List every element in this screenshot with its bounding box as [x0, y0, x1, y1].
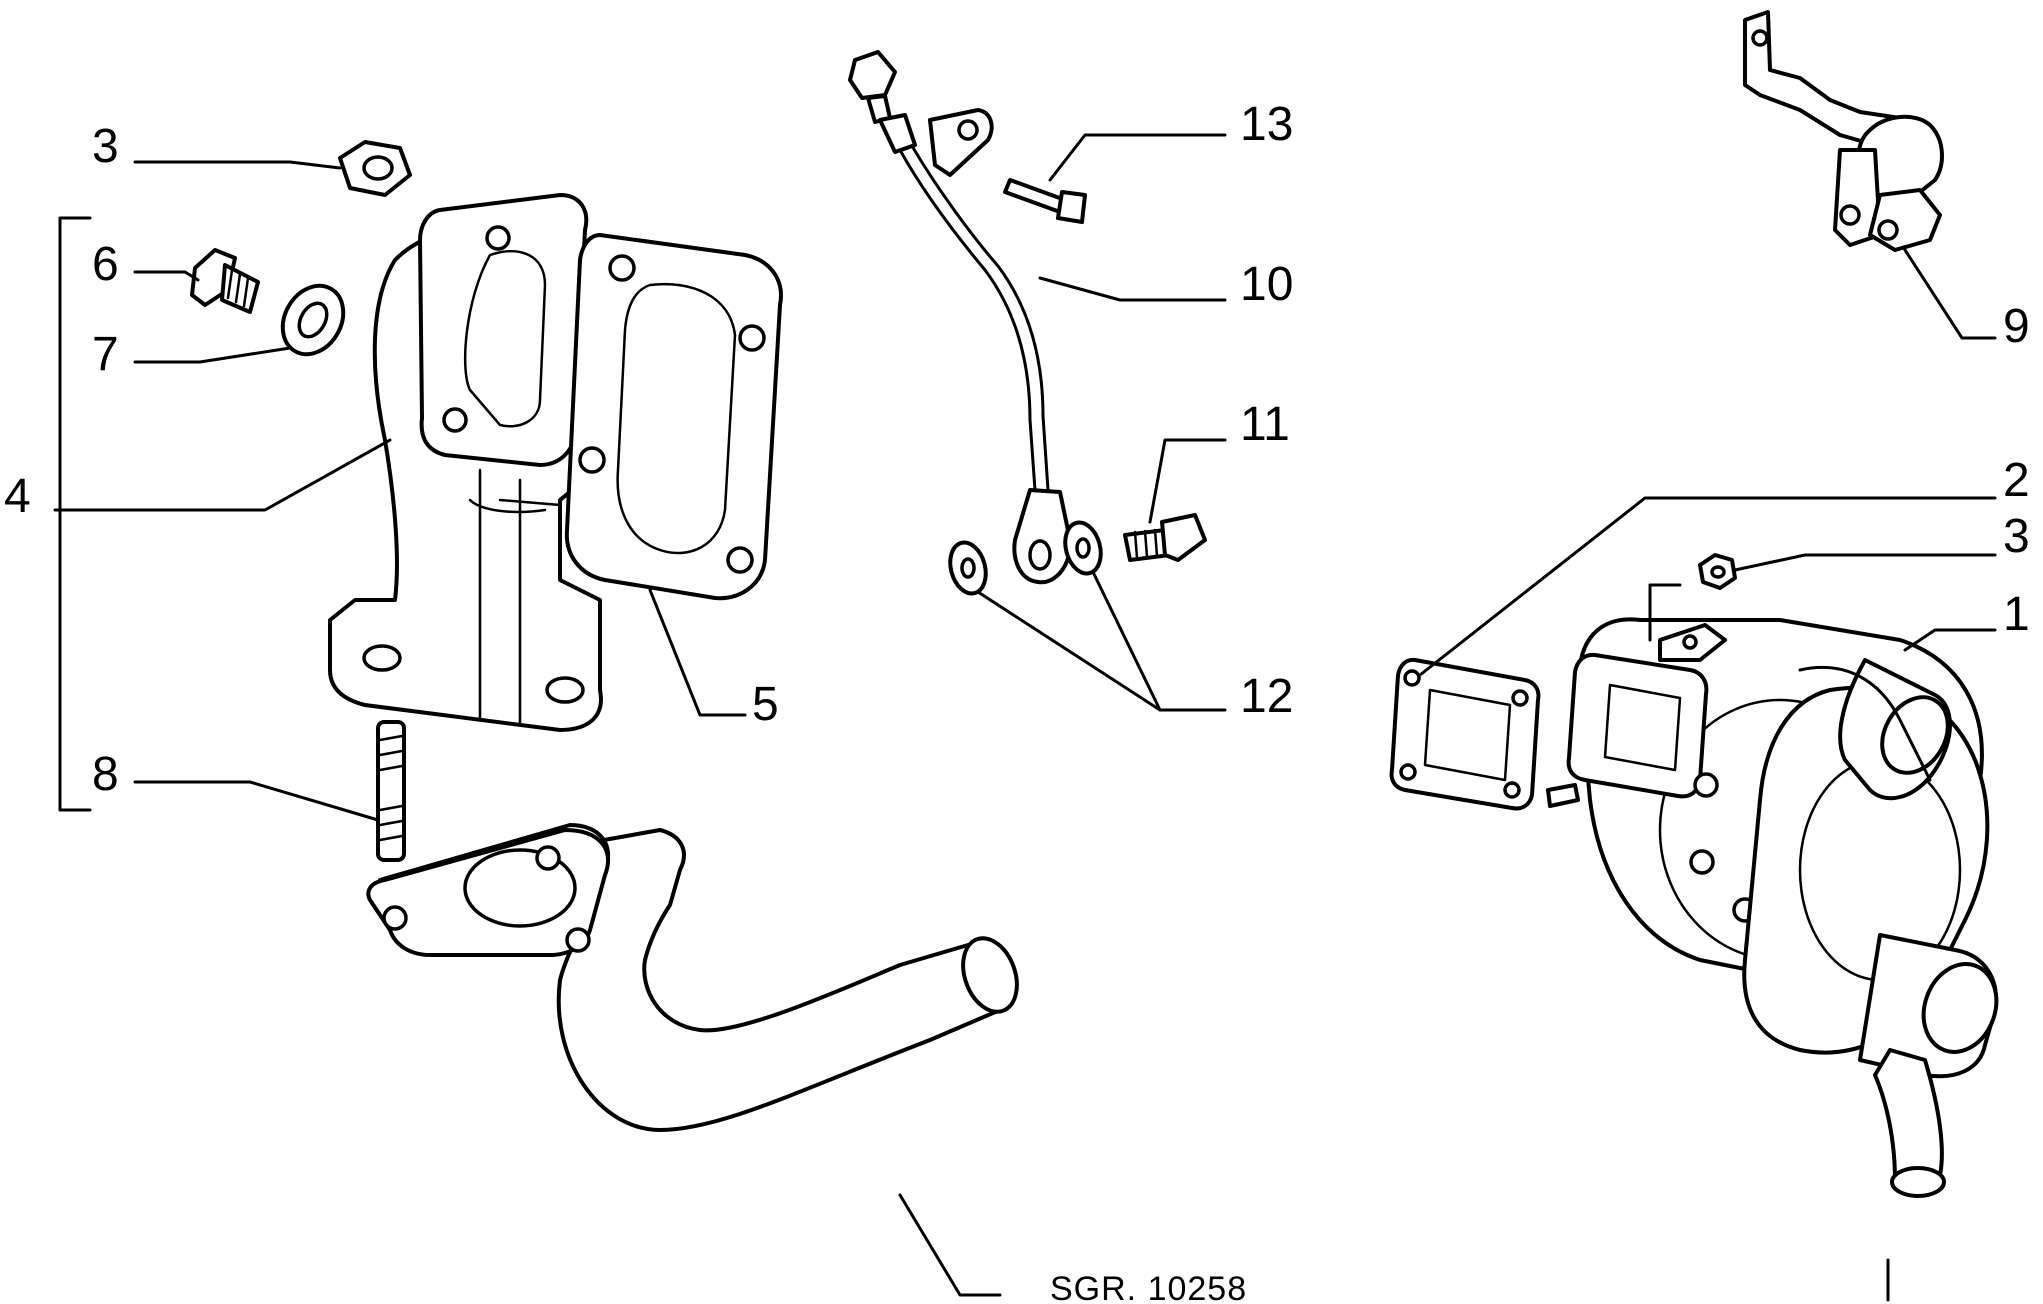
- callout-6: 6: [92, 238, 119, 291]
- threaded-stud: [376, 720, 406, 862]
- callout-7: 7: [92, 328, 119, 381]
- callout-11: 11: [1240, 398, 1290, 451]
- hex-nut: [338, 140, 412, 197]
- callout-1: 1: [2003, 588, 2030, 641]
- callout-2: 2: [2003, 454, 2030, 507]
- banjo-bolt: [1123, 513, 1207, 562]
- callout-labels: 3 6 7 4 5 8 13 10 11 12 9 2 3 1 SGR. 102…: [4, 98, 2030, 1304]
- copper-washer: [948, 540, 988, 596]
- callout-10: 10: [1240, 258, 1293, 311]
- callout-13: 13: [1240, 98, 1293, 151]
- callout-5: 5: [752, 678, 779, 731]
- hex-nut-small: [1698, 553, 1737, 590]
- sealing-washer: [280, 283, 346, 357]
- oil-feed-pipe: [848, 50, 1073, 585]
- plug-screw: [190, 248, 260, 314]
- exhaust-elbow-manifold: [328, 193, 783, 732]
- callout-9: 9: [2003, 300, 2030, 353]
- callout-3-right: 3: [2003, 510, 2030, 563]
- fixing-bolt: [1003, 178, 1087, 224]
- drawing-code: SGR. 10258: [1050, 1270, 1247, 1304]
- callout-3: 3: [92, 120, 119, 173]
- support-bracket: [1743, 10, 1944, 252]
- callout-12: 12: [1240, 670, 1293, 723]
- turbocharger: [1389, 617, 1999, 1198]
- copper-washer: [1063, 520, 1103, 576]
- callout-4: 4: [4, 470, 31, 523]
- leader-lines: [53, 133, 1997, 1302]
- exhaust-pipe: [366, 823, 1019, 1132]
- callout-8: 8: [92, 748, 119, 801]
